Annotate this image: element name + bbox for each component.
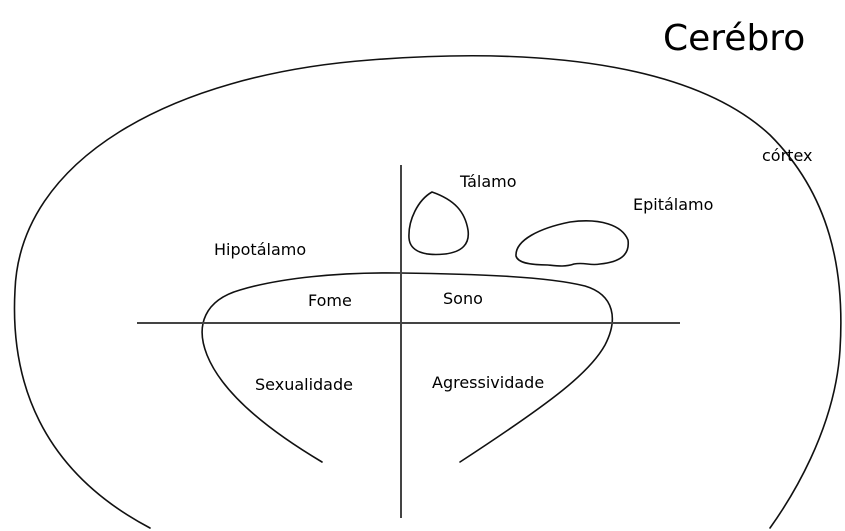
label-hipotalamo: Hipotálamo [214, 240, 306, 259]
diagram-title: Cerébro [663, 18, 805, 59]
label-agressividade: Agressividade [432, 373, 544, 392]
label-sexualidade: Sexualidade [255, 375, 353, 394]
label-sono: Sono [443, 289, 483, 308]
label-epitalamo: Epitálamo [633, 195, 713, 214]
label-fome: Fome [308, 291, 352, 310]
talamo-shape [408, 191, 470, 256]
label-talamo: Tálamo [459, 172, 517, 191]
hipotalamo-shape [201, 272, 614, 463]
cortex-outline [13, 54, 842, 529]
label-cortex: córtex [762, 146, 812, 165]
epitalamo-shape [515, 220, 629, 267]
